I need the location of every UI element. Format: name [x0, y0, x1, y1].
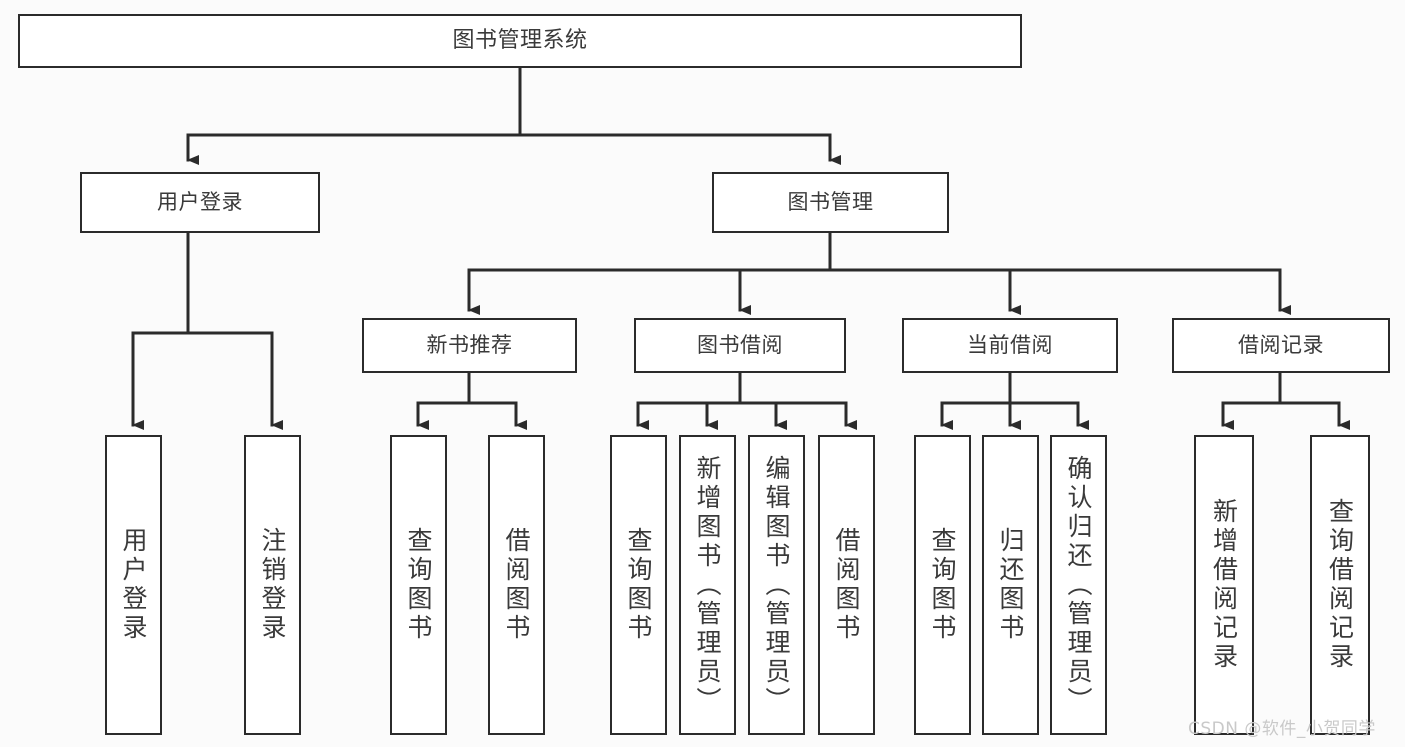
node-label: 查询图书 [404, 527, 433, 643]
leaf-current-return-book[interactable]: 归还图书 [982, 435, 1039, 735]
csdn-watermark: CSDN @软件_小贺同学 [1188, 719, 1376, 739]
node-user-login[interactable]: 用户登录 [80, 172, 320, 233]
leaf-recommend-query-book[interactable]: 查询图书 [390, 435, 447, 735]
leaf-borrow-edit-book-admin[interactable]: 编辑图书（管理员） [748, 435, 805, 735]
node-current-borrow[interactable]: 当前借阅 [902, 318, 1118, 373]
leaf-record-add-record[interactable]: 新增借阅记录 [1194, 435, 1254, 735]
node-label: 查询图书 [928, 527, 957, 643]
node-label: 归还图书 [996, 527, 1025, 643]
node-label: 当前借阅 [967, 332, 1053, 357]
leaf-recommend-borrow-book[interactable]: 借阅图书 [488, 435, 545, 735]
node-label: 用户登录 [157, 189, 243, 214]
node-label: 借阅记录 [1238, 332, 1324, 357]
node-label: 借阅图书 [502, 527, 531, 643]
leaf-user-login-signin[interactable]: 用户登录 [105, 435, 162, 735]
leaf-borrow-query-book[interactable]: 查询图书 [610, 435, 667, 735]
leaf-borrow-borrow-book[interactable]: 借阅图书 [818, 435, 875, 735]
leaf-current-query-book[interactable]: 查询图书 [914, 435, 971, 735]
node-label: 新增借阅记录 [1209, 498, 1239, 672]
node-borrow-record[interactable]: 借阅记录 [1172, 318, 1390, 373]
node-book-management[interactable]: 图书管理 [712, 172, 949, 233]
leaf-current-confirm-return-admin[interactable]: 确认归还（管理员） [1050, 435, 1107, 735]
node-label: 查询图书 [624, 527, 653, 643]
node-label: 确认归还（管理员） [1064, 454, 1093, 716]
node-label: 新增图书（管理员） [693, 454, 722, 716]
node-label: 注销登录 [258, 527, 287, 643]
leaf-user-login-signout[interactable]: 注销登录 [244, 435, 301, 735]
node-label: 借阅图书 [832, 527, 861, 643]
node-label: 新书推荐 [426, 332, 513, 357]
leaf-borrow-add-book-admin[interactable]: 新增图书（管理员） [679, 435, 736, 735]
node-label: 查询借阅记录 [1325, 498, 1355, 672]
node-root-system[interactable]: 图书管理系统 [18, 14, 1022, 68]
node-label: 用户登录 [119, 527, 148, 643]
node-label: 图书管理 [787, 189, 874, 214]
node-label: 图书管理系统 [452, 27, 588, 53]
leaf-record-query-record[interactable]: 查询借阅记录 [1310, 435, 1370, 735]
node-label: 图书借阅 [697, 332, 783, 357]
node-label: 编辑图书（管理员） [762, 454, 791, 716]
node-new-book-recommend[interactable]: 新书推荐 [362, 318, 577, 373]
node-book-borrow[interactable]: 图书借阅 [634, 318, 846, 373]
